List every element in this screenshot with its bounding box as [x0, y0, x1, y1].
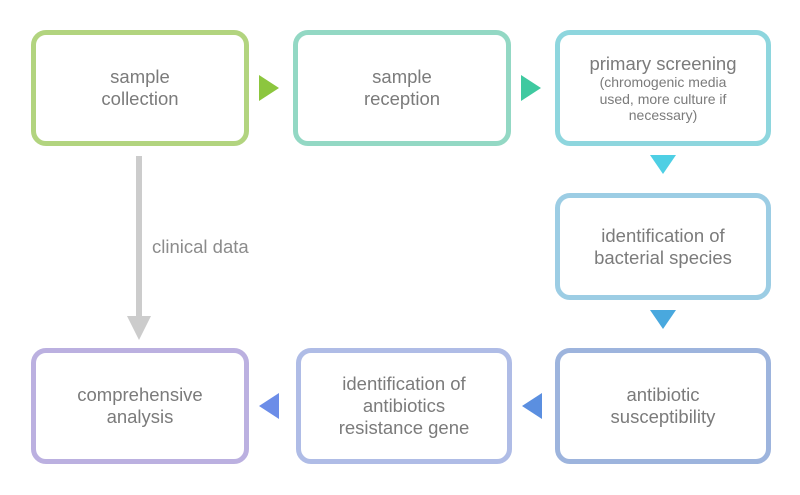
clinical-data-arrow-head-icon [127, 316, 151, 340]
node-sample-reception[interactable]: sample reception [293, 30, 511, 146]
node-identification-of-antibiotics-resistance-gene[interactable]: identification of antibiotics resistance… [296, 348, 512, 464]
node-identification-of-bacterial-species-label: identification of bacterial species [594, 224, 732, 268]
node-antibiotic-susceptibility-label: antibiotic susceptibility [610, 384, 716, 427]
node-antibiotic-susceptibility[interactable]: antibiotic susceptibility [555, 348, 771, 464]
node-identification-of-bacterial-species[interactable]: identification of bacterial species [555, 193, 771, 300]
node-comprehensive-analysis[interactable]: comprehensive analysis [31, 348, 249, 464]
arrow-screening-to-species-icon [650, 155, 676, 174]
node-sample-collection-label: sample collection [101, 66, 179, 109]
node-primary-screening-label: primary screening [589, 52, 737, 74]
arrow-reception-to-screening-icon [521, 75, 541, 101]
clinical-data-label: clinical data [152, 236, 249, 257]
node-primary-screening-text: primary screening (chromogenic media use… [581, 53, 744, 124]
node-primary-screening-sublabel: (chromogenic media used, more culture if… [599, 74, 727, 124]
node-identification-of-antibiotics-resistance-gene-label: identification of antibiotics resistance… [338, 373, 470, 438]
node-comprehensive-analysis-label: comprehensive analysis [77, 384, 203, 427]
arrow-resistance-gene-to-analysis-icon [259, 393, 279, 419]
arrow-species-to-susceptibility-icon [650, 310, 676, 329]
node-sample-reception-label: sample reception [363, 66, 441, 109]
node-sample-collection[interactable]: sample collection [31, 30, 249, 146]
arrow-susceptibility-to-resistance-gene-icon [522, 393, 542, 419]
arrow-collection-to-reception-icon [259, 75, 279, 101]
clinical-data-arrow-shaft [136, 156, 142, 318]
node-primary-screening[interactable]: primary screening (chromogenic media use… [555, 30, 771, 146]
